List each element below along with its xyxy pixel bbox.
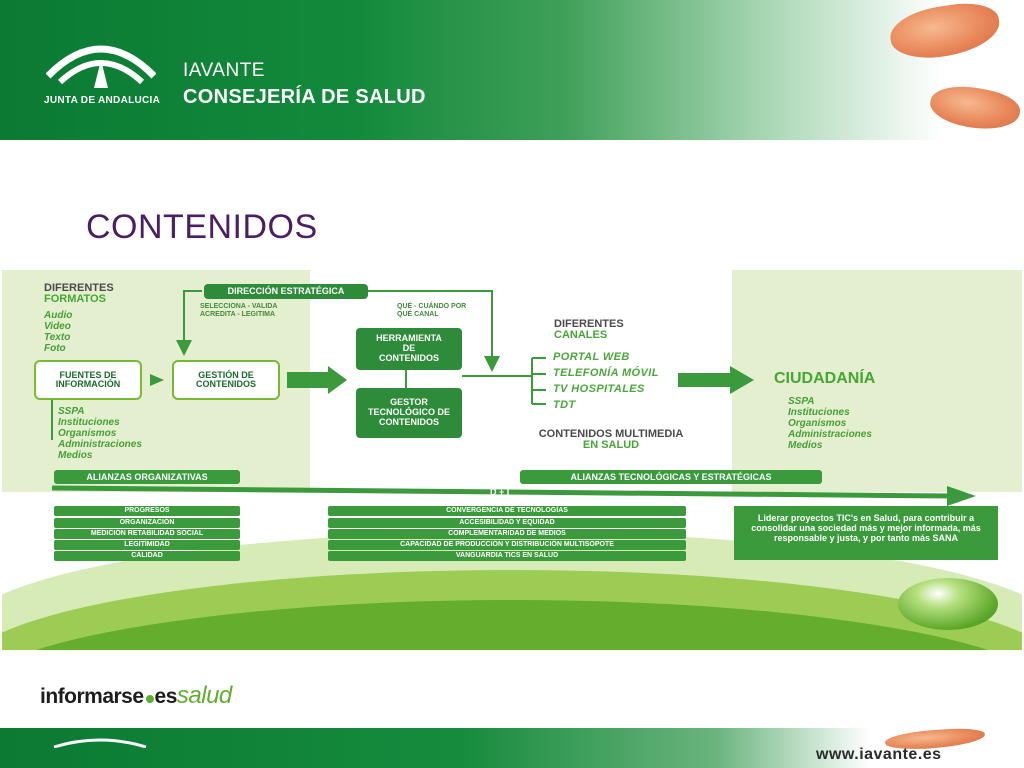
left-bar-item: PROGRESOS bbox=[54, 506, 240, 516]
left-bar-item: ORGANIZACIÓN bbox=[54, 518, 240, 528]
left-bar-item: CALIDAD bbox=[54, 551, 240, 561]
list-item: SSPA bbox=[788, 396, 815, 407]
gestor-box: GESTOR TECNOLÓGICO DE CONTENIDOS bbox=[356, 388, 462, 438]
ciudadania-heading: CIUDADANÍA bbox=[774, 370, 876, 387]
list-item: Foto bbox=[44, 343, 66, 354]
contenidos-diagram: DIFERENTES FORMATOS Audio Video Texto Fo… bbox=[2, 270, 1022, 650]
header-banner: JUNTA DE ANDALUCIA IAVANTE CONSEJERÍA DE… bbox=[0, 0, 1024, 140]
fuentes-list: SSPA Instituciones Organismos Administra… bbox=[58, 406, 142, 461]
list-item: Medios bbox=[58, 450, 93, 461]
multimedia-line1: CONTENIDOS MULTIMEDIA bbox=[538, 428, 684, 440]
green-sphere-icon bbox=[898, 578, 998, 630]
list-item: Instituciones bbox=[788, 407, 850, 418]
logo-part-c: salud bbox=[176, 682, 232, 709]
left-bar-item: LEGITIMIDAD bbox=[54, 540, 240, 550]
mid-bar-item: ACCESIBILIDAD Y EQUIDAD bbox=[328, 518, 686, 528]
formatos-line2: FORMATOS bbox=[44, 293, 106, 305]
logo-part-a: informarse bbox=[40, 685, 144, 708]
mid-bar-item: VANGUARDIA TICS EN SALUD bbox=[328, 551, 686, 561]
canal-item: TELEFONÍA MÓVIL bbox=[553, 367, 659, 379]
multimedia-heading: CONTENIDOS MULTIMEDIA EN SALUD bbox=[518, 429, 704, 451]
canal-item: PORTAL WEB bbox=[553, 351, 630, 363]
mid-bar-item: CAPACIDAD DE PRODUCCIÓN Y DISTRIBUCIÓN M… bbox=[328, 540, 686, 550]
canales-line1: DIFERENTES bbox=[554, 318, 624, 330]
list-item: Medios bbox=[788, 440, 823, 451]
direccion-sub-left: SELECCIONA - VALIDA ACREDITA - LEGITIMA bbox=[200, 303, 278, 318]
list-item: Instituciones bbox=[58, 417, 120, 428]
mid-bar-item: CONVERGENCIA DE TECNOLOGÍAS bbox=[328, 506, 686, 516]
left-bar-item: MEDICIÓN RETABILIDAD SOCIAL bbox=[54, 529, 240, 539]
hands-image-icon bbox=[887, 0, 1003, 64]
logo-part-b: es bbox=[154, 685, 178, 708]
mid-bar-item: COMPLEMENTARIDAD DE MEDIOS bbox=[328, 529, 686, 539]
list-item: Organismos bbox=[58, 428, 117, 439]
junta-andalucia-text: JUNTA DE ANDALUCIA bbox=[44, 95, 161, 106]
direccion-box: DIRECCIÓN ESTRATÉGICA bbox=[204, 284, 368, 299]
list-item: Video bbox=[44, 321, 71, 332]
iavante-header-text: IAVANTE bbox=[183, 60, 265, 81]
logo-dot-icon bbox=[145, 695, 154, 703]
canal-item: TV HOSPITALES bbox=[553, 383, 645, 395]
page-title: CONTENIDOS bbox=[86, 208, 318, 246]
ciudadania-list: SSPA Instituciones Organismos Administra… bbox=[788, 396, 872, 451]
list-item: Audio bbox=[44, 310, 73, 321]
junta-andalucia-logo-icon bbox=[46, 45, 156, 88]
formatos-list: Audio Video Texto Foto bbox=[44, 310, 72, 354]
consejeria-text: CONSEJERÍA DE SALUD bbox=[183, 86, 426, 108]
list-item: Administraciones bbox=[58, 439, 142, 450]
footer-bar bbox=[0, 726, 1024, 768]
fuentes-box: FUENTES DE INFORMACIÓN bbox=[34, 360, 142, 400]
connector-arrows bbox=[51, 290, 976, 506]
formatos-line1: DIFERENTES bbox=[44, 282, 114, 294]
canales-line2: CANALES bbox=[554, 329, 608, 341]
list-item: SSPA bbox=[58, 406, 85, 417]
list-item: Organismos bbox=[788, 418, 847, 429]
alianzas-tecnologicas-bar: ALIANZAS TECNOLÓGICAS Y ESTRATÉGICAS bbox=[520, 470, 822, 484]
right-zone-background bbox=[732, 270, 1022, 492]
hands-image-icon bbox=[927, 80, 1023, 136]
canal-item: TDT bbox=[553, 399, 576, 411]
canales-heading: DIFERENTES CANALES bbox=[554, 319, 624, 341]
multimedia-line2: EN SALUD bbox=[582, 439, 640, 451]
gestion-box: GESTIÓN DE CONTENIDOS bbox=[172, 360, 280, 400]
site-url-link[interactable]: www.iavante.es bbox=[816, 746, 942, 763]
alianzas-organizativas-bar: ALIANZAS ORGANIZATIVAS bbox=[54, 470, 240, 484]
herramienta-box: HERRAMIENTA DE CONTENIDOS bbox=[356, 328, 462, 370]
formatos-heading: DIFERENTES FORMATOS bbox=[44, 283, 114, 305]
direccion-sub-right: QUÉ - CUÁNDO POR QUÉ CANAL bbox=[397, 303, 467, 318]
list-item: Texto bbox=[44, 332, 71, 343]
mision-text: Liderar proyectos TIC's en Salud, para c… bbox=[751, 513, 981, 543]
junta-arc-icon bbox=[53, 738, 147, 748]
informarse-logo: informarse essalud bbox=[40, 682, 232, 710]
list-item: Administraciones bbox=[788, 429, 872, 440]
di-label: D + I bbox=[490, 487, 510, 497]
mision-box: Liderar proyectos TIC's en Salud, para c… bbox=[734, 506, 998, 560]
